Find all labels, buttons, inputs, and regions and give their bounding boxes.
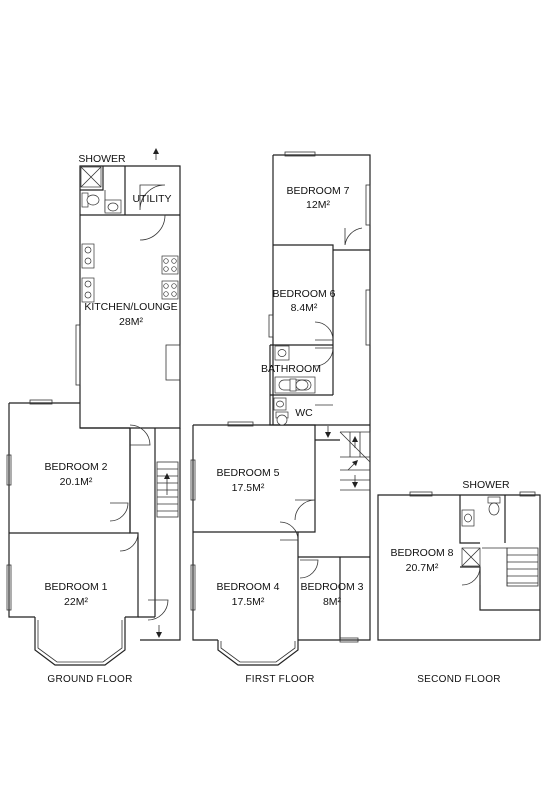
floor-label-first: FIRST FLOOR — [245, 674, 314, 685]
room-area-bedroom-5: 17.5M² — [232, 482, 265, 494]
stair-direction-icon — [352, 475, 358, 488]
ground-floor-fixtures — [80, 166, 179, 303]
stair-direction-icon — [325, 426, 331, 438]
sink-icon — [81, 243, 95, 269]
first-floor-windows — [190, 151, 371, 643]
first-floor-doors — [279, 227, 363, 579]
ground-floor-stairs — [156, 461, 179, 518]
stair-direction-icon — [347, 460, 358, 471]
toilet-icon — [487, 496, 501, 516]
down-arrow-icon — [156, 625, 162, 638]
stair-direction-icon — [352, 436, 358, 448]
first-floor-stairs — [339, 431, 371, 491]
room-name-kitchen-lounge: KITCHEN/LOUNGE — [84, 301, 177, 313]
room-name-utility: UTILITY — [132, 193, 171, 205]
sink-icon — [81, 277, 95, 303]
toilet-icon — [81, 192, 100, 208]
room-area-bedroom-6: 8.4M² — [291, 302, 318, 314]
second-floor: SHOWER BEDROOM 8 20.7M² SECOND FLOOR — [377, 479, 541, 685]
room-name-bedroom-3: BEDROOM 3 — [300, 581, 363, 593]
sink-icon — [461, 509, 475, 527]
ground-floor: SHOWER UTILITY KITCHEN/LOUNGE 28M² BEDRO… — [6, 148, 181, 685]
room-name-bedroom-8: BEDROOM 8 — [390, 547, 453, 559]
room-area-bedroom-2: 20.1M² — [60, 476, 93, 488]
room-name-shower: SHOWER — [78, 153, 126, 165]
bay-window-bedroom-4 — [217, 640, 299, 666]
room-name-bathroom: BATHROOM — [261, 363, 321, 375]
second-floor-doors — [461, 566, 481, 586]
room-name-bedroom-2: BEDROOM 2 — [44, 461, 107, 473]
hob-icon — [161, 255, 179, 275]
floor-label-second: SECOND FLOOR — [417, 674, 501, 685]
room-name-bedroom-4: BEDROOM 4 — [216, 581, 279, 593]
hob-icon — [161, 280, 179, 300]
room-name-bedroom-7: BEDROOM 7 — [286, 185, 349, 197]
shower-tray-icon — [461, 547, 481, 567]
ground-floor-windows — [6, 324, 181, 611]
first-floor-fixtures — [273, 345, 316, 426]
bay-window-bedroom-1 — [34, 617, 126, 666]
second-floor-fixtures — [461, 496, 501, 567]
sink-icon — [274, 345, 290, 361]
floor-label-ground: GROUND FLOOR — [47, 674, 132, 685]
room-name-wc: WC — [295, 407, 313, 419]
room-area-kitchen-lounge: 28M² — [119, 316, 143, 328]
room-name-bedroom-6: BEDROOM 6 — [272, 288, 335, 300]
room-area-bedroom-7: 12M² — [306, 199, 330, 211]
sink-icon — [104, 199, 122, 214]
room-name-bedroom-1: BEDROOM 1 — [44, 581, 107, 593]
room-name-shower-second: SHOWER — [462, 479, 510, 491]
second-floor-stairs — [482, 547, 539, 587]
room-name-bedroom-5: BEDROOM 5 — [216, 467, 279, 479]
first-floor: BEDROOM 7 12M² BEDROOM 6 8.4M² BATHROOM … — [190, 151, 371, 685]
sink-icon — [273, 397, 287, 411]
room-area-bedroom-3: 8M² — [323, 596, 342, 608]
ground-floor-doors — [104, 184, 169, 621]
stair-direction-icon — [164, 473, 170, 495]
toilet-icon — [275, 411, 289, 426]
ground-floor-walls — [8, 165, 181, 641]
first-floor-walls — [192, 154, 371, 641]
second-floor-walls — [377, 494, 541, 641]
shower-tray-icon — [80, 166, 102, 188]
up-arrow-icon — [153, 148, 159, 160]
room-area-bedroom-1: 22M² — [64, 596, 88, 608]
room-area-bedroom-4: 17.5M² — [232, 596, 265, 608]
room-area-bedroom-8: 20.7M² — [406, 562, 439, 574]
second-floor-windows — [409, 491, 536, 497]
toilet-icon — [289, 378, 309, 392]
